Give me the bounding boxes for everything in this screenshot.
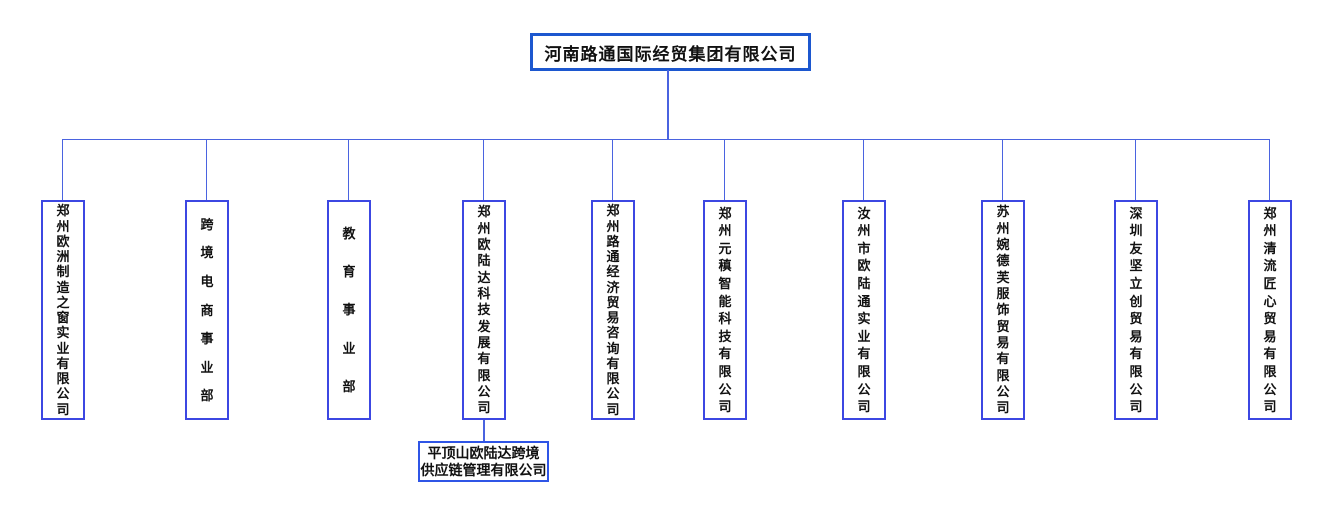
connector-drop-2 bbox=[206, 139, 207, 200]
child-box-10: 郑州清流匠心贸易有限公司 bbox=[1248, 200, 1292, 420]
child-box-3: 教育事业部 bbox=[327, 200, 371, 420]
connector-drop-8 bbox=[1002, 139, 1003, 200]
grandchild-label-line2: 供应链管理有限公司 bbox=[420, 461, 547, 478]
root-company-box: 河南路通国际经贸集团有限公司 bbox=[530, 33, 811, 71]
connector-drop-9 bbox=[1135, 139, 1136, 200]
connector-horizontal-rail bbox=[62, 139, 1270, 140]
connector-drop-4 bbox=[483, 139, 484, 200]
grandchild-label-line1: 平顶山欧陆达跨境 bbox=[427, 444, 540, 461]
connector-grandchild-drop bbox=[483, 420, 485, 441]
connector-drop-7 bbox=[863, 139, 864, 200]
child-box-4: 郑州欧陆达科技发展有限公司 bbox=[462, 200, 506, 420]
connector-root-drop bbox=[667, 70, 669, 140]
connector-drop-5 bbox=[612, 139, 613, 200]
child-box-2: 跨境电商事业部 bbox=[185, 200, 229, 420]
connector-drop-3 bbox=[348, 139, 349, 200]
child-box-8: 苏州婉德芙服饰贸易有限公司 bbox=[981, 200, 1025, 420]
child-box-5: 郑州路通经济贸易咨询有限公司 bbox=[591, 200, 635, 420]
connector-drop-10 bbox=[1269, 139, 1270, 200]
connector-drop-1 bbox=[62, 139, 63, 200]
child-box-9: 深圳友坚立创贸易有限公司 bbox=[1114, 200, 1158, 420]
connector-drop-6 bbox=[724, 139, 725, 200]
grandchild-box: 平顶山欧陆达跨境 供应链管理有限公司 bbox=[418, 441, 549, 482]
child-box-1: 郑州欧洲制造之窗实业有限公司 bbox=[41, 200, 85, 420]
child-box-6: 郑州元稹智能科技有限公司 bbox=[703, 200, 747, 420]
child-box-7: 汝州市欧陆通实业有限公司 bbox=[842, 200, 886, 420]
